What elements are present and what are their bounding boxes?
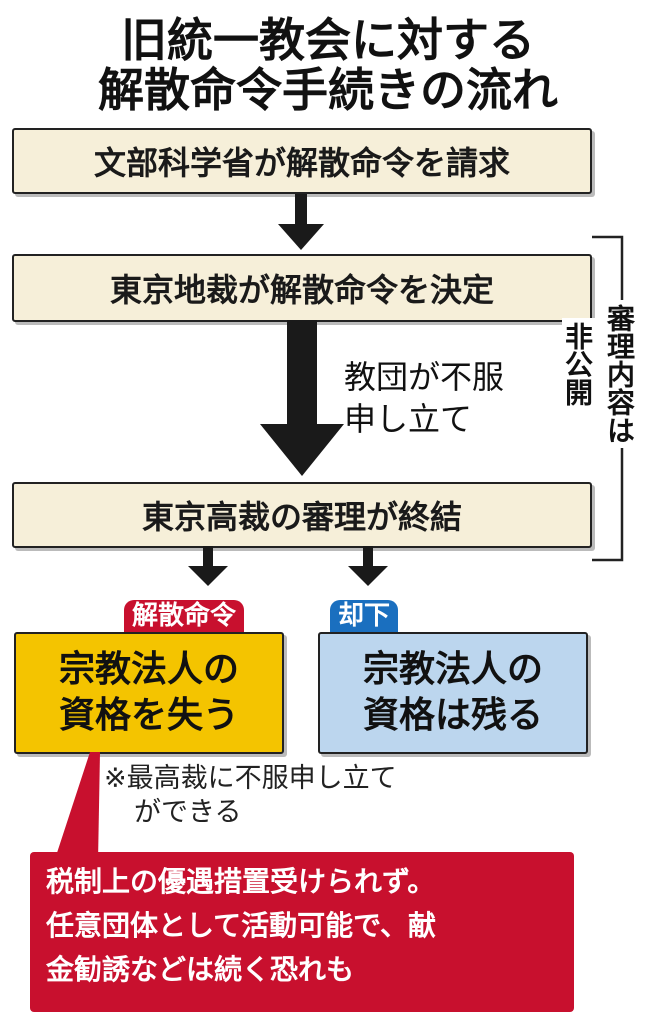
- arrow-down-left-icon: [188, 546, 228, 586]
- step-request-text: 文部科学省が解散命令を請求: [93, 144, 510, 182]
- title-line-1: 旧統一教会に対する: [121, 13, 535, 67]
- arrow-down-icon: [278, 194, 324, 250]
- consequence-line-2: 任意団体として活動可能で、献: [46, 909, 437, 942]
- appeal-label: 教団が不服 申し立て: [344, 356, 504, 440]
- supreme-court-note-line-1: ※最高裁に不服申し立て: [104, 763, 397, 794]
- big-arrow-down-icon: [260, 320, 344, 476]
- closed-hearing-label-col-1: 審理内容は: [603, 300, 648, 448]
- dissolution-tag: 解散命令: [124, 600, 245, 632]
- dismissal-outcome-line-2: 資格は残る: [362, 695, 543, 736]
- closed-hearing-label-col-2: 非公開: [561, 318, 604, 410]
- step-high-court-box: 東京高裁の審理が終結: [12, 482, 592, 548]
- dissolution-outcome-line-1: 宗教法人の: [58, 649, 239, 690]
- consequence-box: 税制上の優遇措置受けられず。 任意団体として活動可能で、献 金勧誘などは続く恐れ…: [30, 852, 574, 1012]
- callout-pointer: [54, 752, 100, 862]
- title-line-2: 解散命令手続きの流れ: [98, 63, 558, 117]
- dismissal-tag: 却下: [330, 600, 399, 632]
- dismissal-outcome-line-1: 宗教法人の: [362, 649, 543, 690]
- step-district-court-box: 東京地裁が解散命令を決定: [12, 254, 592, 322]
- supreme-court-note-line-2: ができる: [134, 797, 242, 828]
- appeal-label-line-2: 申し立て: [344, 400, 473, 438]
- consequence-line-3: 金勧誘などは続く恐れも: [46, 953, 355, 986]
- dismissal-outcome-box: 宗教法人の 資格は残る: [318, 632, 588, 754]
- supreme-court-note: ※最高裁に不服申し立て ができる: [104, 762, 397, 830]
- step-request-box: 文部科学省が解散命令を請求: [12, 128, 592, 194]
- dissolution-outcome-line-2: 資格を失う: [58, 695, 239, 736]
- appeal-label-line-1: 教団が不服: [344, 358, 505, 396]
- step-high-court-text: 東京高裁の審理が終結: [141, 498, 462, 536]
- step-district-court-text: 東京地裁が解散命令を決定: [109, 271, 494, 309]
- consequence-line-1: 税制上の優遇措置受けられず。: [46, 865, 436, 898]
- arrow-down-right-icon: [348, 546, 388, 586]
- dissolution-outcome-box: 宗教法人の 資格を失う: [14, 632, 284, 754]
